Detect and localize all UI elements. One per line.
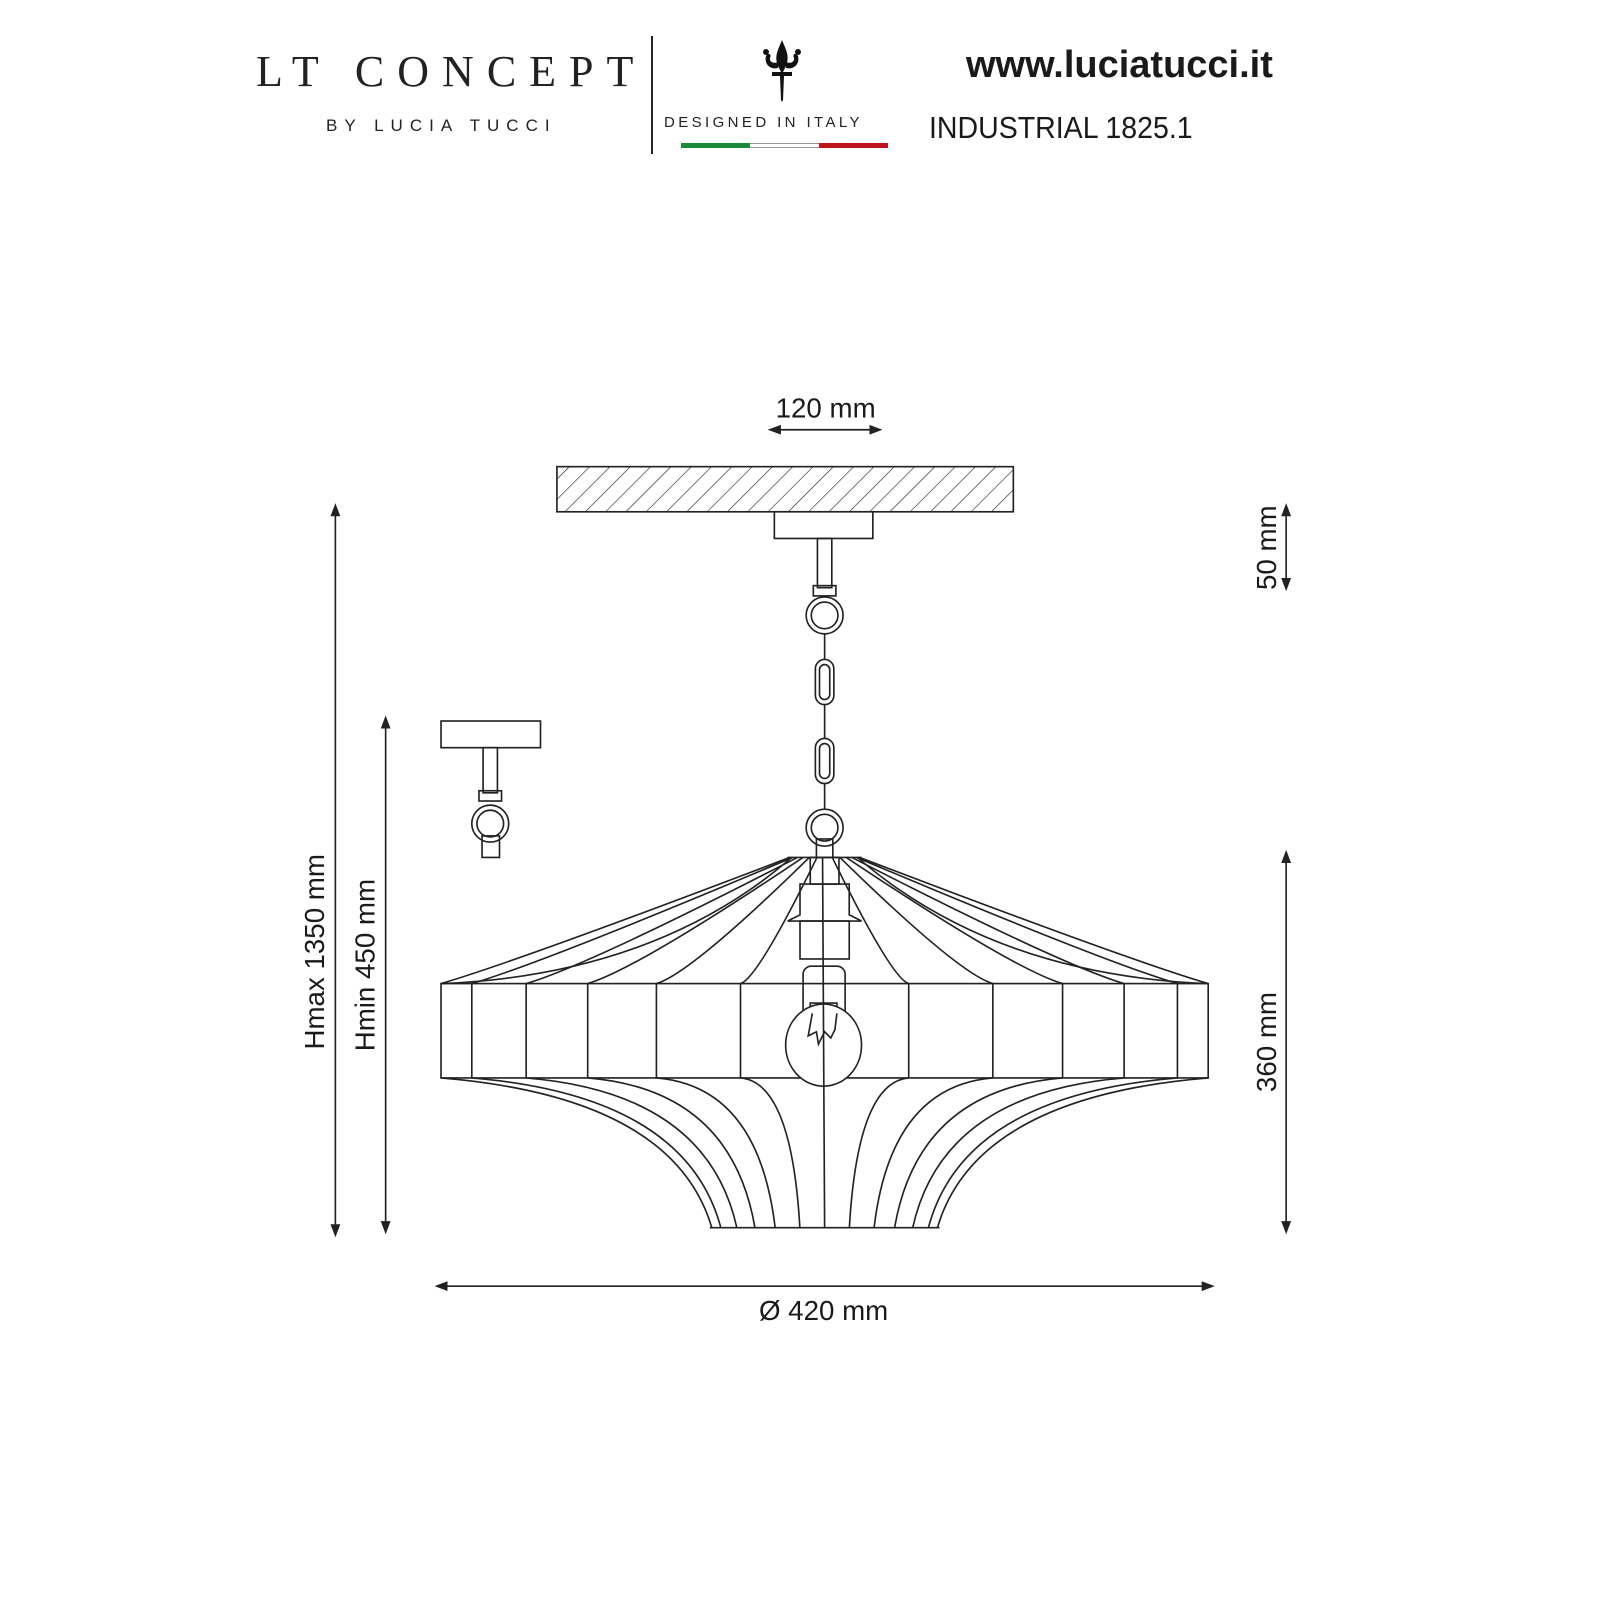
shade-line <box>440 856 791 985</box>
shade-line <box>859 856 1209 985</box>
canopy-height-label: 50 mm <box>1251 505 1282 590</box>
shade-line <box>856 856 1178 985</box>
shade-line <box>526 1077 738 1228</box>
italian-flag-stripe <box>681 143 888 148</box>
shade-line <box>856 856 1207 985</box>
ceiling-hatch <box>556 465 1015 513</box>
brand-byline: BY LUCIA TUCCI <box>326 116 557 135</box>
shade-height-label: 360 mm <box>1251 992 1282 1092</box>
shade-line <box>911 1077 1125 1228</box>
shade-line <box>656 856 810 985</box>
website-link[interactable]: www.luciatucci.it <box>966 44 1273 86</box>
shade-line <box>525 856 798 985</box>
shade-line <box>851 856 1125 985</box>
shade-line <box>848 1077 909 1228</box>
fleur-de-lis-icon <box>763 40 801 102</box>
shade-line <box>471 856 793 985</box>
shade-line <box>587 1077 756 1228</box>
shade-line <box>893 1077 1063 1228</box>
shade-line <box>440 1077 713 1228</box>
shade-line <box>656 1077 776 1228</box>
shade-line <box>845 856 1063 985</box>
header-divider <box>651 36 653 154</box>
chain <box>805 537 844 859</box>
shade-line <box>471 1077 722 1228</box>
min-height-fitting <box>440 720 542 859</box>
lamp-socket-and-bulb <box>784 856 863 1228</box>
shade-line <box>587 856 804 985</box>
canopy <box>773 510 874 540</box>
shade-line <box>443 856 793 985</box>
lamp-shade <box>440 856 1210 1229</box>
shade-line <box>873 1077 993 1228</box>
diameter-label: Ø 420 mm <box>759 1295 888 1326</box>
shade-line <box>839 856 994 985</box>
shade-line <box>740 1077 801 1228</box>
designed-in-italy-label: DESIGNED IN ITALY <box>664 114 863 131</box>
shade-line <box>936 1077 1209 1228</box>
canopy-width-label: 120 mm <box>776 392 876 423</box>
brand-logo-text: LT CONCEPT <box>256 47 647 96</box>
hmax-label: Hmax 1350 mm <box>299 854 330 1049</box>
model-name: INDUSTRIAL 1825.1 <box>929 110 1193 145</box>
hmin-label: Hmin 450 mm <box>349 879 380 1051</box>
shade-line <box>927 1077 1178 1228</box>
